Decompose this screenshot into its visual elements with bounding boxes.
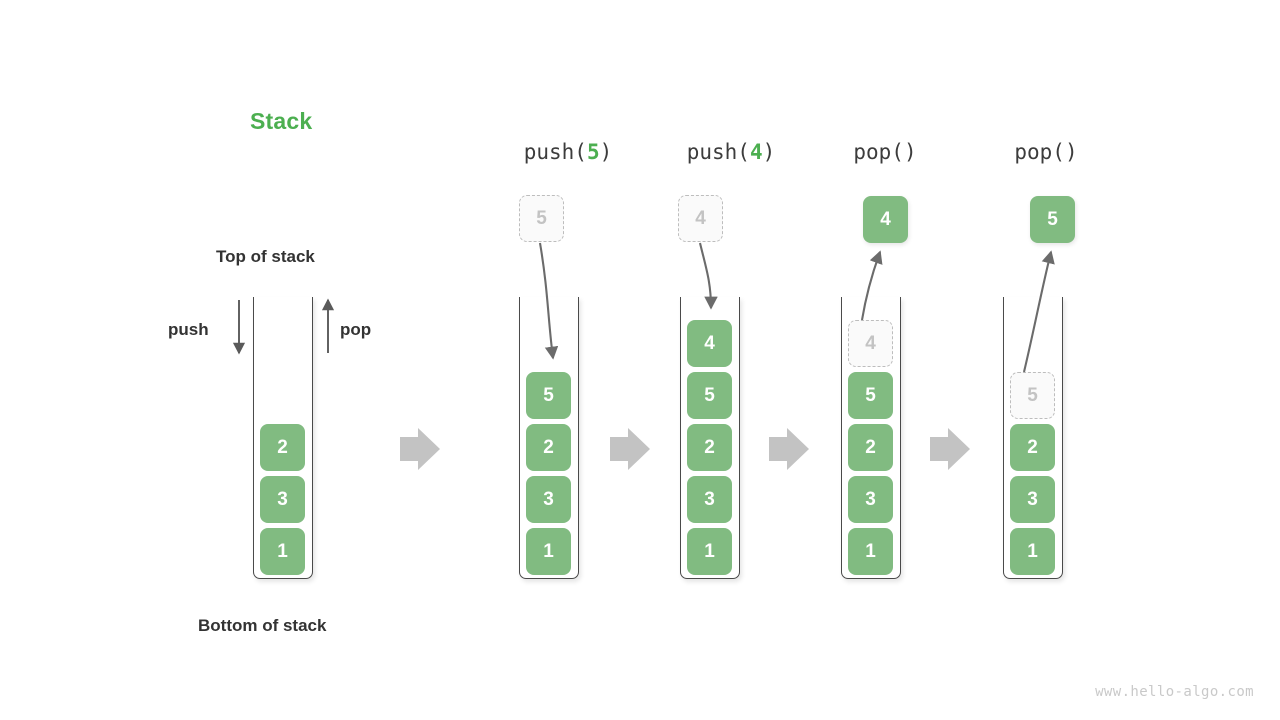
label-top-of-stack: Top of stack [216,247,315,266]
label-push: push [168,320,209,339]
watermark: www.hello-algo.com [1095,684,1254,700]
op-header-push-4: push(4) [687,140,776,164]
op-header-pop-2: pop() [1014,140,1077,164]
incoming-ghost-cell: 4 [678,195,723,242]
stack-cell: 5 [848,372,893,419]
stack-cell: 2 [1010,424,1055,471]
stack-cell: 3 [1010,476,1055,523]
op-header-text: pop( [853,140,904,164]
page-title: Stack [250,108,313,134]
stack-cell: 3 [687,476,732,523]
stack-cell: 5 [687,372,732,419]
op-header-close: ) [599,140,613,164]
label-pop: pop [340,320,372,339]
stack-cell: 2 [526,424,571,471]
stack-cell: 1 [526,528,571,575]
stack-cell: 1 [848,528,893,575]
stack-cell: 5 [526,372,571,419]
stack-cell: 4 [687,320,732,367]
stack-container [1003,297,1063,579]
incoming-ghost-cell: 5 [519,195,564,242]
stack-container [253,297,313,579]
stack-cell: 1 [1010,528,1055,575]
op-header-arg: 4 [749,140,763,164]
op-header-close: ) [762,140,776,164]
op-header-close: ) [1064,140,1078,164]
popped-cell: 5 [1030,196,1075,243]
op-header-close: ) [903,140,917,164]
flow-arrow-1 [400,428,440,470]
stack-container [841,297,901,579]
op-header-push-5: push(5) [524,140,613,164]
op-header-text: push( [686,140,750,164]
stack-cell: 3 [526,476,571,523]
flow-arrow-3 [769,428,809,470]
stack-cell: 3 [260,476,305,523]
op-header-text: pop( [1014,140,1065,164]
stack-cell: 2 [260,424,305,471]
flow-arrow-2 [610,428,650,470]
stack-cell: 2 [687,424,732,471]
stack-container [680,297,740,579]
stack-container [519,297,579,579]
popped-cell: 4 [863,196,908,243]
op-header-text: push( [523,140,587,164]
stack-cell: 1 [687,528,732,575]
stack-cell: 2 [848,424,893,471]
vacated-ghost-cell: 4 [848,320,893,367]
stack-cell: 3 [848,476,893,523]
label-bottom-of-stack: Bottom of stack [198,616,327,635]
op-header-pop-1: pop() [853,140,916,164]
stack-cell: 1 [260,528,305,575]
op-header-arg: 5 [586,140,600,164]
vacated-ghost-cell: 5 [1010,372,1055,419]
flow-arrow-4 [930,428,970,470]
